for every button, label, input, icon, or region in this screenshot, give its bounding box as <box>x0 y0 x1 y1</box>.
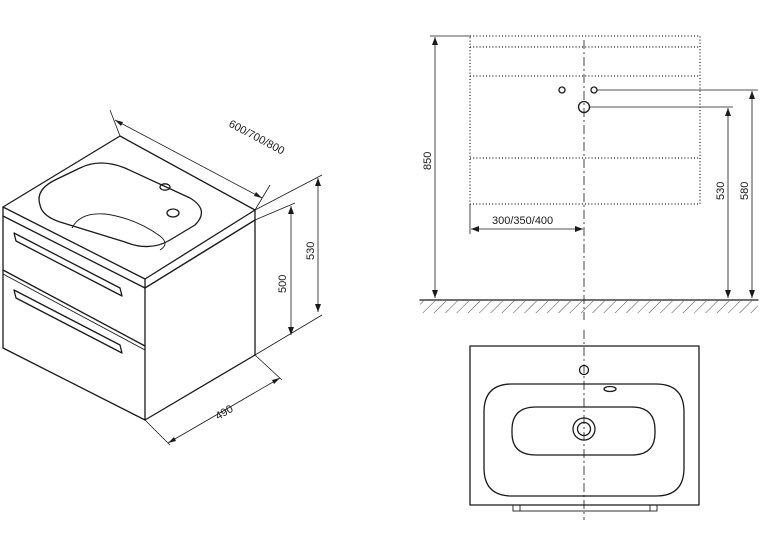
overflow-hole-iso <box>166 208 180 218</box>
countertop-front-edge <box>2 206 146 289</box>
lower-drawer-handle <box>13 289 123 354</box>
height-530-label: 530 <box>715 182 727 200</box>
floor-hatch <box>420 301 758 313</box>
height-580-label: 580 <box>739 182 751 200</box>
cabinet-front <box>2 215 146 421</box>
isometric-view: 600/700/800 530 500 490 <box>2 109 323 446</box>
basin-inner <box>71 213 166 251</box>
basin-outer <box>38 162 202 248</box>
basin-inner-top-view <box>511 406 656 456</box>
offset-center-label: 300/350/400 <box>492 215 553 227</box>
cabinet-side <box>144 219 256 421</box>
countertop-top-view <box>469 345 700 506</box>
cabinet-height-500-label: 500 <box>277 275 289 293</box>
iso-height-530-label: 530 <box>305 242 317 260</box>
width-options-label: 600/700/800 <box>227 118 287 157</box>
upper-drawer-handle <box>13 232 123 297</box>
fitting-right <box>590 86 598 94</box>
fitting-left <box>558 86 566 94</box>
drawer-divider <box>2 269 146 347</box>
drain-fitting <box>577 100 591 114</box>
height-850-label: 850 <box>422 152 434 170</box>
top-view <box>469 330 700 520</box>
tap-hole-iso <box>159 183 171 191</box>
basin-outer-top-view <box>483 383 685 497</box>
cabinet-outline-dotted <box>469 35 701 205</box>
plinth-top-view <box>512 504 658 512</box>
front-elevation: 850 580 530 300/350/400 <box>419 35 759 320</box>
overflow-top-view <box>603 385 617 393</box>
